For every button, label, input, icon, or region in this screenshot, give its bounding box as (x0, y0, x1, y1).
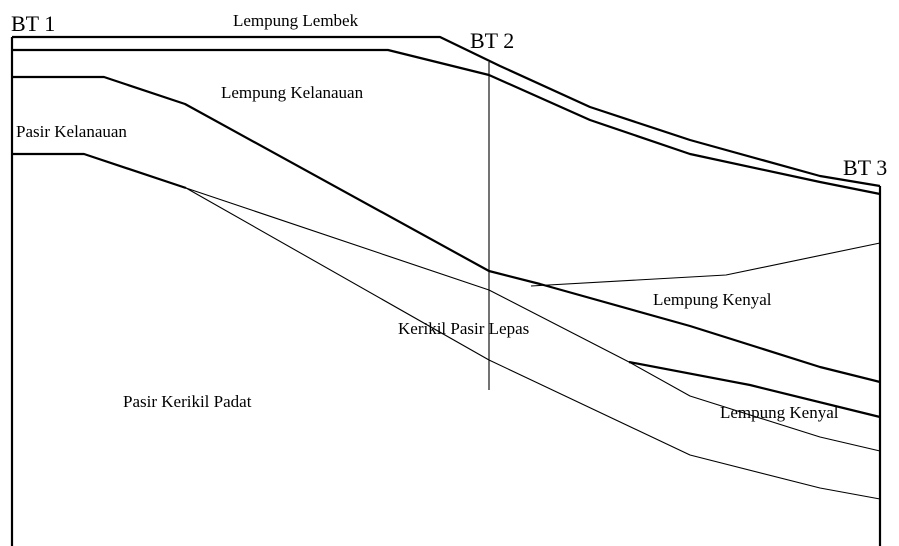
layer-label-lempung-kenyal-lower: Lempung Kenyal (720, 403, 839, 422)
boundary-kerikil-pasir-lepas-top (185, 187, 630, 363)
layer-label-pasir-kelanauan: Pasir Kelanauan (16, 122, 127, 141)
boundary-lempung-kelanauan-base (12, 75, 881, 384)
boundary-lempung-lembek-base (12, 48, 881, 196)
boundary-pasir-kelanauan-base (12, 152, 187, 190)
layer-label-pasir-kerikil-padat: Pasir Kerikil Padat (123, 392, 252, 411)
layer-label-lempung-kelanauan: Lempung Kelanauan (221, 83, 364, 102)
boundary-lempung-kenyal-upper-top (530, 242, 881, 287)
layer-label-lempung-kenyal-upper: Lempung Kenyal (653, 290, 772, 309)
borehole-bt1-label: BT 1 (11, 11, 55, 36)
layer-label-kerikil-pasir-lepas: Kerikil Pasir Lepas (398, 319, 529, 338)
boundary-lempung-kenyal-lower-top (628, 360, 881, 419)
boundary-ground-surface (12, 35, 881, 188)
boundary-kerikil-pasir-lepas-base (185, 187, 881, 500)
borehole-bt3-label: BT 3 (843, 155, 887, 180)
borehole-bt2-label: BT 2 (470, 28, 514, 53)
layer-label-lempung-lembek: Lempung Lembek (233, 11, 359, 30)
boundary-lempung-kenyal-lower-base (628, 361, 881, 452)
